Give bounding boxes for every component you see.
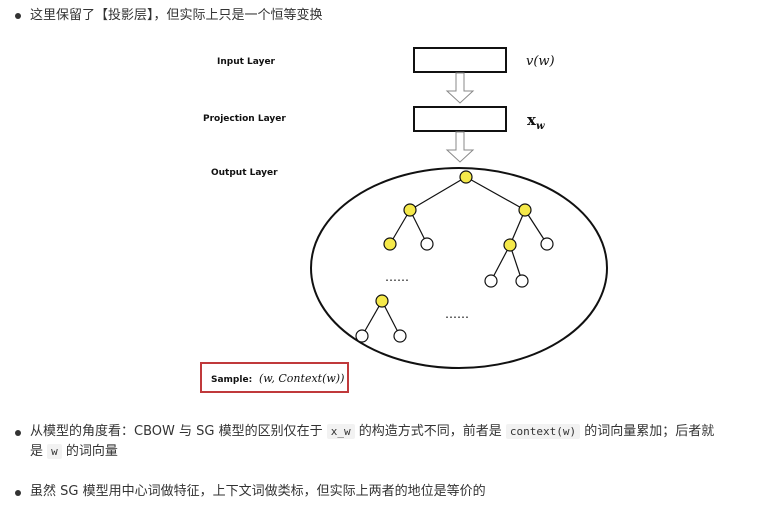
- tree-node-internal: [403, 203, 417, 217]
- output-layer-ellipse: [310, 167, 608, 369]
- tree-node-leaf: [515, 274, 529, 288]
- bullet-3-text: 虽然 SG 模型用中心词做特征，上下文词做类标，但实际上两者的地位是等价的: [30, 484, 486, 499]
- bullet-dot: [15, 13, 21, 19]
- tree-node-leaf: [540, 237, 554, 251]
- inline-code: context(w): [505, 424, 581, 439]
- bullet-2-part: 的构造方式不同，前者是: [354, 424, 506, 439]
- input-layer-box: [413, 47, 507, 73]
- input-layer-label: Input Layer: [217, 57, 276, 67]
- ellipsis-right: ……: [445, 307, 469, 321]
- bullet-1-text: 这里保留了【投影层】，但实际上只是一个恒等变换: [30, 8, 323, 23]
- sample-box: [200, 362, 349, 393]
- bullet-dot: [15, 430, 21, 436]
- bullet-2-text: 从模型的角度看：CBOW 与 SG 模型的区别仅在于 x_w 的构造方式不同，前…: [30, 422, 770, 462]
- inline-code: w: [47, 444, 62, 459]
- tree-node-leaf: [484, 274, 498, 288]
- skip-gram-diagram: Input Layer v(w) Projection Layer xw Out…: [200, 47, 608, 393]
- ellipsis-left: ……: [385, 270, 409, 284]
- bullet-2-part: 是: [30, 444, 48, 459]
- projection-layer-box: [413, 106, 507, 132]
- output-layer-label: Output Layer: [211, 168, 278, 178]
- bullet-dot: [15, 490, 21, 496]
- tree-node-internal: [503, 238, 517, 252]
- down-arrow-icon: [445, 72, 475, 104]
- sample-math: (w, Context(w)): [259, 372, 344, 385]
- tree-node-root: [459, 170, 473, 184]
- projection-layer-label: Projection Layer: [203, 114, 286, 124]
- bullet-2-part: 的词向量: [61, 444, 118, 459]
- down-arrow-icon: [445, 131, 475, 163]
- bullet-2-part: 从模型的角度看：CBOW 与 SG 模型的区别仅在于: [30, 424, 327, 439]
- tree-node-internal: [518, 203, 532, 217]
- input-vector-label: v(w): [526, 54, 555, 69]
- tree-node-internal: [375, 294, 389, 308]
- sample-label: Sample:: [211, 375, 252, 385]
- tree-node-internal: [383, 237, 397, 251]
- tree-node-leaf: [393, 329, 407, 343]
- inline-code: x_w: [326, 424, 355, 439]
- bullet-2-part: 的词向量累加；后者就: [580, 424, 715, 439]
- tree-node-leaf: [355, 329, 369, 343]
- tree-node-leaf: [420, 237, 434, 251]
- projection-vector-label: xw: [527, 111, 545, 132]
